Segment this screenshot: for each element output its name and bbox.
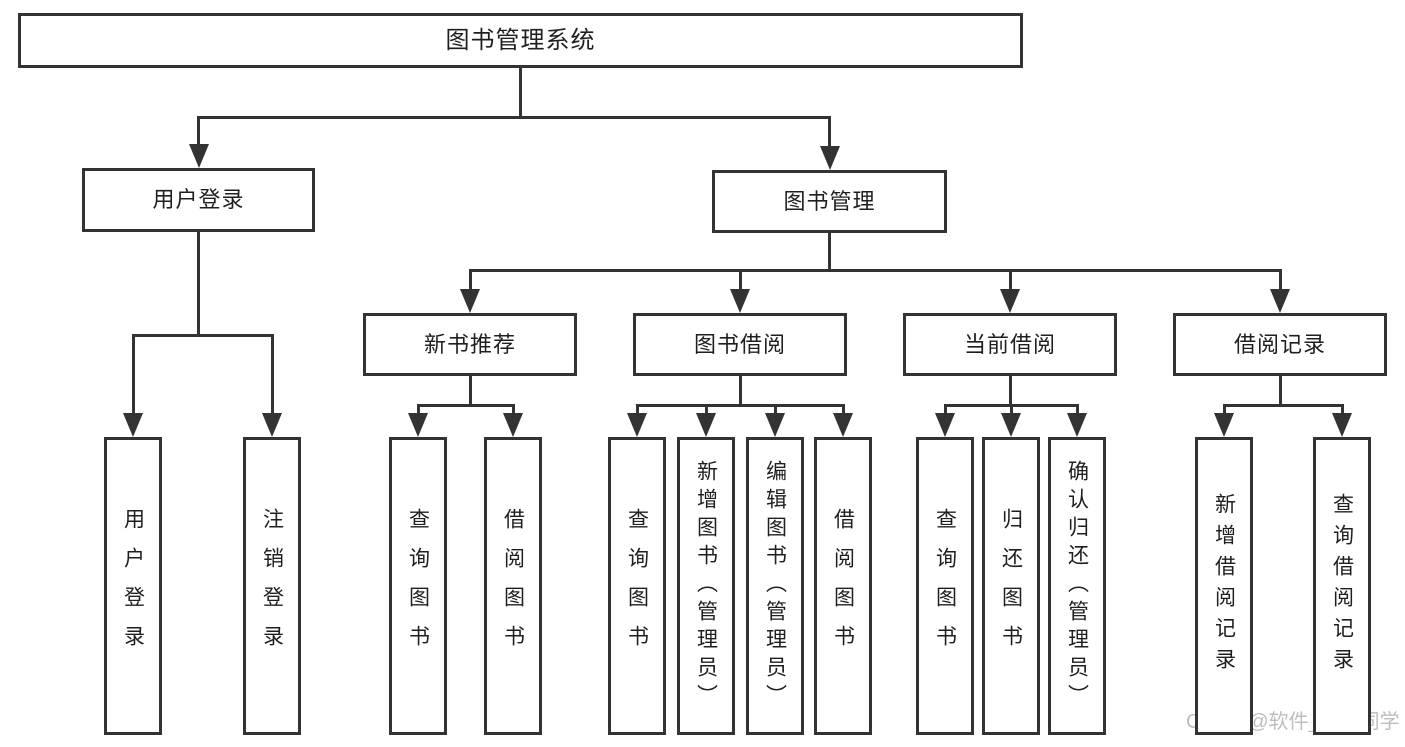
arrowhead-icon [123, 413, 143, 437]
connector-line [841, 405, 845, 413]
arrowhead-icon [1270, 289, 1290, 313]
connector-line [1008, 376, 1012, 407]
connector-line [704, 405, 708, 413]
connector-line [738, 270, 742, 289]
connector-line [468, 376, 472, 407]
arrowhead-icon [696, 413, 716, 437]
connector-line [1222, 405, 1226, 413]
node-cb-query-book: 查询图书 [916, 437, 974, 735]
arrowhead-icon [1214, 413, 1234, 437]
node-logout-op: 注销登录 [243, 437, 301, 735]
node-label-rec-borrow-book: 借阅图书 [501, 508, 525, 664]
arrowhead-icon [408, 413, 428, 437]
connector-line [1340, 405, 1344, 413]
connector-line [773, 405, 777, 413]
node-user-login-op: 用户登录 [104, 437, 162, 735]
node-label-cb-query-book: 查询图书 [933, 508, 957, 664]
node-bb-query-book: 查询图书 [608, 437, 666, 735]
node-current-borrow: 当前借阅 [903, 313, 1117, 376]
node-rec-borrow-book: 借阅图书 [484, 437, 542, 735]
node-label-bb-borrow-book: 借阅图书 [831, 508, 855, 664]
connector-line [1008, 270, 1012, 289]
node-br-query-record: 查询借阅记录 [1313, 437, 1371, 735]
connector-line [416, 405, 420, 413]
connector-line [1278, 376, 1282, 407]
arrowhead-icon [262, 413, 282, 437]
connector-line [1278, 270, 1282, 289]
connector-line [1009, 405, 1013, 413]
node-label-user-login: 用户登录 [152, 187, 245, 212]
connector-line [519, 68, 522, 119]
node-label-bb-query-book: 查询图书 [625, 508, 649, 664]
connector-line [197, 115, 831, 119]
arrowhead-icon [627, 413, 647, 437]
node-label-current-borrow: 当前借阅 [963, 331, 1056, 357]
connector-line [131, 335, 135, 413]
node-label-br-query-record: 查询借阅记录 [1330, 493, 1354, 679]
node-label-cb-return-book: 归还图书 [999, 508, 1023, 664]
connector-line [635, 405, 639, 413]
node-bb-borrow-book: 借阅图书 [814, 437, 872, 735]
node-label-user-login-op: 用户登录 [121, 508, 145, 664]
node-root: 图书管理系统 [18, 13, 1023, 68]
node-new-book-rec: 新书推荐 [363, 313, 577, 376]
arrowhead-icon [1067, 413, 1087, 437]
node-br-add-record: 新增借阅记录 [1195, 437, 1253, 735]
connector-line [828, 117, 831, 146]
connector-line [197, 232, 200, 337]
arrowhead-icon [935, 413, 955, 437]
node-bb-add-book: 新增图书（管理员） [677, 437, 735, 735]
connector-line [1075, 405, 1079, 413]
node-cb-confirm-return: 确认归还（管理员） [1048, 437, 1106, 735]
arrowhead-icon [819, 146, 840, 170]
arrowhead-icon [1001, 413, 1021, 437]
connector-line [738, 376, 742, 407]
arrowhead-icon [765, 413, 785, 437]
node-user-login: 用户登录 [82, 168, 315, 232]
node-bb-edit-book: 编辑图书（管理员） [746, 437, 804, 735]
arrowhead-icon [730, 289, 750, 313]
node-cb-return-book: 归还图书 [982, 437, 1040, 735]
node-book-borrow: 图书借阅 [633, 313, 847, 376]
node-label-br-add-record: 新增借阅记录 [1212, 493, 1236, 679]
node-label-book-borrow: 图书借阅 [693, 331, 786, 357]
node-label-book-mgmt: 图书管理 [783, 188, 876, 214]
connector-line [828, 233, 831, 272]
arrowhead-icon [833, 413, 853, 437]
node-label-new-book-rec: 新书推荐 [423, 331, 516, 357]
node-label-rec-query-book: 查询图书 [406, 508, 430, 664]
arrowhead-icon [460, 289, 480, 313]
node-rec-query-book: 查询图书 [389, 437, 447, 735]
node-label-logout-op: 注销登录 [260, 508, 284, 664]
node-book-mgmt: 图书管理 [712, 170, 947, 233]
arrowhead-icon [1332, 413, 1352, 437]
connector-line [131, 333, 274, 337]
node-label-cb-confirm-return: 确认归还（管理员） [1065, 460, 1089, 712]
arrowhead-icon [188, 144, 209, 168]
connector-line [468, 268, 1282, 272]
node-label-bb-add-book: 新增图书（管理员） [694, 460, 718, 712]
node-label-root: 图书管理系统 [445, 26, 596, 54]
connector-line [943, 405, 947, 413]
connector-line [1222, 403, 1344, 407]
connector-line [511, 405, 515, 413]
connector-line [468, 270, 472, 289]
connector-line [270, 335, 274, 413]
node-label-bb-edit-book: 编辑图书（管理员） [763, 460, 787, 712]
node-borrow-record: 借阅记录 [1173, 313, 1387, 376]
arrowhead-icon [503, 413, 523, 437]
connector-line [635, 403, 845, 407]
connector-line [416, 403, 515, 407]
arrowhead-icon [1000, 289, 1020, 313]
node-label-borrow-record: 借阅记录 [1233, 331, 1326, 357]
connector-line [197, 117, 200, 144]
